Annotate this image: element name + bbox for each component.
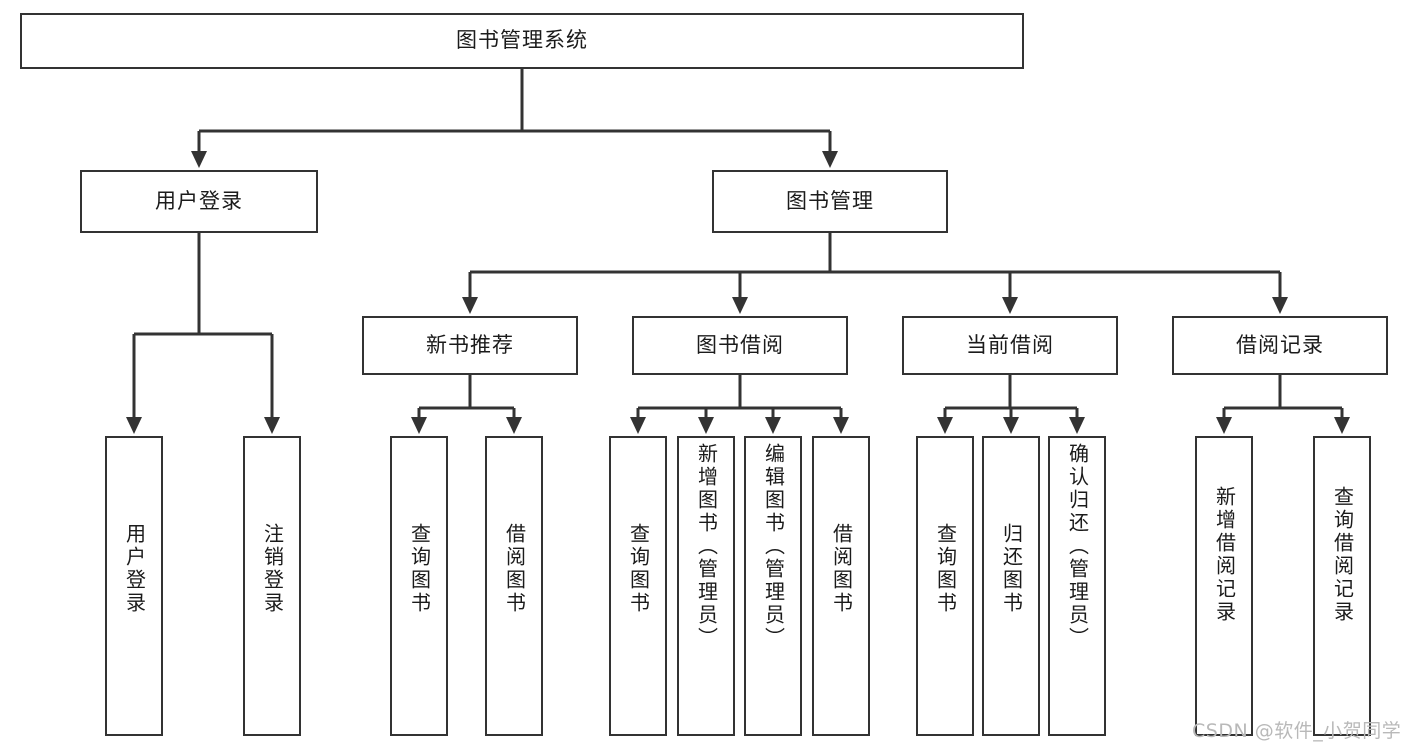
- arrow-head: [506, 417, 522, 434]
- arrow-head: [1216, 417, 1232, 434]
- arrow-head: [1334, 417, 1350, 434]
- arrow-head: [191, 151, 207, 168]
- node-label: 借阅图书: [829, 523, 854, 615]
- node-label: 查询借阅记录: [1330, 486, 1355, 624]
- node-borrow-record[interactable]: 借阅记录: [1172, 316, 1388, 375]
- node-label: 图书管理: [786, 188, 874, 213]
- leaf-leaf-query-book-3[interactable]: 查询图书: [916, 436, 974, 736]
- arrow-head: [698, 417, 714, 434]
- leaf-leaf-add-book[interactable]: 新增图书（管理员）: [677, 436, 735, 736]
- arrow-head: [630, 417, 646, 434]
- node-label: 借阅记录: [1236, 332, 1324, 357]
- node-label: 新书推荐: [426, 332, 514, 357]
- node-new-book-recommend[interactable]: 新书推荐: [362, 316, 578, 375]
- node-book-manage[interactable]: 图书管理: [712, 170, 948, 233]
- arrow-head: [937, 417, 953, 434]
- leaf-leaf-query-record[interactable]: 查询借阅记录: [1313, 436, 1371, 736]
- node-label: 图书管理系统: [456, 28, 588, 53]
- leaf-leaf-borrow-book-1[interactable]: 借阅图书: [485, 436, 543, 736]
- node-label: 当前借阅: [966, 332, 1054, 357]
- arrow-head: [462, 297, 478, 314]
- node-label: 用户登录: [122, 523, 147, 615]
- watermark-label: CSDN @软件_小贺同学: [1192, 720, 1402, 742]
- node-label: 注销登录: [260, 523, 285, 615]
- node-label: 查询图书: [626, 523, 651, 615]
- arrow-head: [1069, 417, 1085, 434]
- node-label: 新增图书（管理员）: [694, 443, 719, 650]
- arrow-head: [126, 417, 142, 434]
- node-label: 归还图书: [999, 523, 1024, 615]
- leaf-leaf-user-login[interactable]: 用户登录: [105, 436, 163, 736]
- node-label: 用户登录: [155, 188, 243, 213]
- arrow-head: [833, 417, 849, 434]
- leaf-leaf-logout[interactable]: 注销登录: [243, 436, 301, 736]
- leaf-leaf-add-record[interactable]: 新增借阅记录: [1195, 436, 1253, 736]
- arrow-head: [1002, 297, 1018, 314]
- connector-lines: [126, 69, 1350, 434]
- leaf-leaf-edit-book[interactable]: 编辑图书（管理员）: [744, 436, 802, 736]
- node-book-borrow[interactable]: 图书借阅: [632, 316, 848, 375]
- leaf-leaf-query-book-1[interactable]: 查询图书: [390, 436, 448, 736]
- arrow-head: [411, 417, 427, 434]
- node-user-login[interactable]: 用户登录: [80, 170, 318, 233]
- leaf-leaf-borrow-book-2[interactable]: 借阅图书: [812, 436, 870, 736]
- arrow-head: [1003, 417, 1019, 434]
- node-label: 图书借阅: [696, 332, 784, 357]
- leaf-leaf-query-book-2[interactable]: 查询图书: [609, 436, 667, 736]
- node-label: 查询图书: [933, 523, 958, 615]
- arrow-head: [732, 297, 748, 314]
- node-root[interactable]: 图书管理系统: [20, 13, 1024, 69]
- leaf-leaf-return-book[interactable]: 归还图书: [982, 436, 1040, 736]
- arrow-head: [765, 417, 781, 434]
- node-current-borrow[interactable]: 当前借阅: [902, 316, 1118, 375]
- arrow-head: [1272, 297, 1288, 314]
- arrow-head: [264, 417, 280, 434]
- node-label: 查询图书: [407, 523, 432, 615]
- node-label: 新增借阅记录: [1212, 486, 1237, 624]
- node-label: 确认归还（管理员）: [1065, 443, 1090, 650]
- node-label: 编辑图书（管理员）: [761, 443, 786, 650]
- arrow-head: [822, 151, 838, 168]
- leaf-leaf-confirm-return[interactable]: 确认归还（管理员）: [1048, 436, 1106, 736]
- node-label: 借阅图书: [502, 523, 527, 615]
